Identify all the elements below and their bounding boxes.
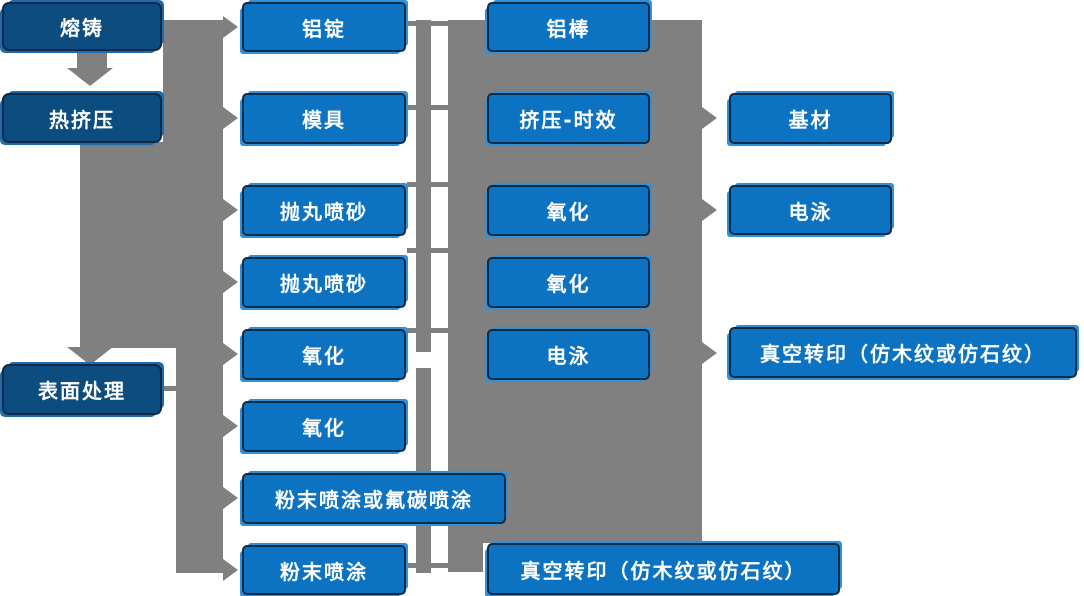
node-base-material: 基材 — [729, 93, 892, 144]
node-surface-treatment: 表面处理 — [2, 364, 162, 415]
connector-merge-bar-lower — [416, 368, 431, 573]
connector-band-mid-left — [80, 142, 223, 348]
arrowhead-down-to-hot-extrusion-icon — [67, 68, 113, 86]
arrowhead-to-powder-fluorocarbon-icon — [223, 487, 238, 509]
node-electrophoresis-col3: 电泳 — [487, 329, 650, 380]
connector-band-bottom-left — [176, 348, 223, 573]
arrowhead-to-oxidation-col2-a-icon — [223, 343, 238, 365]
connector-band-top-left — [163, 20, 223, 142]
node-extrusion-aging: 挤压-时效 — [487, 93, 650, 144]
node-aluminum-rod: 铝棒 — [487, 2, 650, 52]
node-aluminum-ingot: 铝锭 — [242, 2, 406, 52]
node-electrophoresis-col4: 电泳 — [729, 185, 892, 235]
node-vacuum-transfer-right: 真空转印（仿木纹或仿石纹） — [729, 327, 1077, 378]
node-vacuum-transfer-bottom: 真空转印（仿木纹或仿石纹） — [487, 543, 840, 595]
arrowhead-to-shot-blasting-1-icon — [223, 199, 238, 221]
node-oxidation-col2-b: 氧化 — [242, 401, 406, 452]
arrowhead-to-oxidation-col2-b-icon — [223, 415, 238, 437]
node-melt-casting: 熔铸 — [2, 2, 162, 51]
node-hot-extrusion: 热挤压 — [2, 93, 162, 143]
connector-melt-to-extrusion-stem — [77, 50, 107, 69]
node-mold: 模具 — [242, 93, 406, 144]
node-powder-coating: 粉末喷涂 — [242, 545, 406, 595]
connector-surface-treatment-tie — [162, 386, 178, 391]
node-oxidation-col3-a: 氧化 — [487, 185, 650, 236]
node-shot-blasting-1: 抛丸喷砂 — [242, 185, 406, 236]
arrowhead-down-to-surface-treatment-icon — [67, 347, 113, 365]
arrowhead-to-powder-coating-icon — [223, 559, 238, 581]
node-oxidation-col3-b: 氧化 — [487, 257, 650, 308]
arrowhead-to-base-material-icon — [702, 107, 717, 129]
arrowhead-to-electrophoresis-col4-icon — [702, 199, 717, 221]
arrowhead-to-aluminum-ingot-icon — [223, 16, 238, 38]
arrowhead-to-mold-icon — [223, 107, 238, 129]
node-powder-or-fluorocarbon: 粉末喷涂或氟碳喷涂 — [242, 473, 506, 524]
connector-merge-bar-upper — [416, 20, 431, 352]
connector-block-bottom-leg — [448, 543, 483, 572]
arrowhead-to-vacuum-transfer-right-icon — [702, 342, 717, 364]
node-shot-blasting-2: 抛丸喷砂 — [242, 257, 406, 308]
arrowhead-to-shot-blasting-2-icon — [223, 271, 238, 293]
node-oxidation-col2-a: 氧化 — [242, 329, 406, 380]
